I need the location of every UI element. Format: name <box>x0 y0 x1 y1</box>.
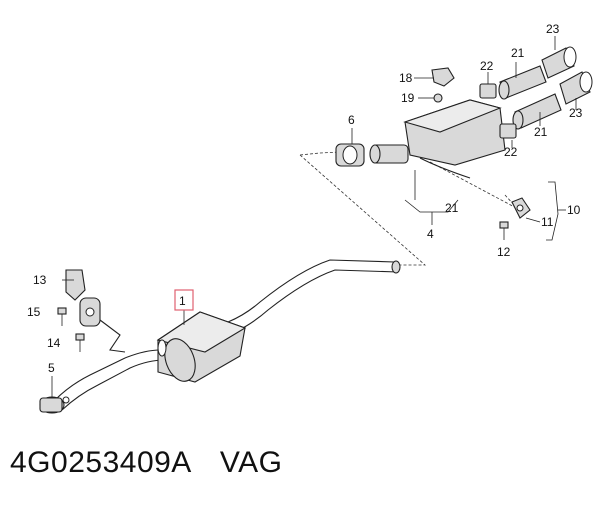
front-hanger[interactable] <box>65 269 126 353</box>
tail-tip-upper[interactable] <box>541 46 577 79</box>
part-1-highlight <box>174 289 194 311</box>
tail-tip-lower[interactable] <box>559 71 593 105</box>
bracket-lines <box>404 170 566 241</box>
assembly-guide-lines <box>299 151 521 266</box>
bolt-15[interactable] <box>57 307 67 326</box>
tailpipe-lower[interactable] <box>512 93 562 130</box>
callout-5[interactable]: 5 <box>48 361 55 375</box>
rear-hanger[interactable] <box>511 197 531 219</box>
callout-10[interactable]: 10 <box>567 203 581 217</box>
clamp-6[interactable] <box>335 143 365 167</box>
callout-13[interactable]: 13 <box>33 273 47 287</box>
callout-1[interactable]: 1 <box>179 294 186 308</box>
callout-23-bottom[interactable]: 23 <box>569 106 583 120</box>
part-number: 4G0253409A <box>10 446 192 479</box>
callout-4[interactable]: 4 <box>427 227 434 241</box>
clamp-5[interactable] <box>39 396 70 414</box>
callout-12[interactable]: 12 <box>497 245 511 259</box>
bolt-12[interactable] <box>499 221 509 240</box>
bracket-22-lower[interactable] <box>499 123 517 139</box>
rear-silencer[interactable] <box>369 99 506 179</box>
callout-6[interactable]: 6 <box>348 113 355 127</box>
tailpipe-upper[interactable] <box>498 65 547 100</box>
callout-22-lower[interactable]: 22 <box>504 145 518 159</box>
sensor-18[interactable] <box>431 67 455 87</box>
callout-22-upper[interactable]: 22 <box>480 59 494 73</box>
callout-labels: 1 4 5 6 10 11 12 13 14 15 18 19 21 21 21… <box>27 22 583 375</box>
front-pipe-assembly[interactable] <box>54 259 401 411</box>
callout-21-lower[interactable]: 21 <box>534 125 548 139</box>
callout-18[interactable]: 18 <box>399 71 413 85</box>
callout-19[interactable]: 19 <box>401 91 415 105</box>
bracket-22-upper[interactable] <box>479 83 497 99</box>
centre-silencer[interactable] <box>156 311 247 385</box>
brand-label: VAG <box>219 446 283 479</box>
callout-14[interactable]: 14 <box>47 336 61 350</box>
bolt-14[interactable] <box>75 333 85 352</box>
callout-21-bottom[interactable]: 21 <box>445 201 459 215</box>
leader-lines <box>51 36 577 398</box>
callout-15[interactable]: 15 <box>27 305 41 319</box>
exhaust-system-diagram: 1 4 5 6 10 11 12 13 14 15 18 19 21 21 21… <box>27 22 593 414</box>
callout-11[interactable]: 11 <box>541 215 554 229</box>
nut-19[interactable] <box>433 93 443 103</box>
part-footer: 4G0253409A VAG <box>10 446 282 480</box>
callout-23-top[interactable]: 23 <box>546 22 560 36</box>
callout-21-top[interactable]: 21 <box>511 46 525 60</box>
